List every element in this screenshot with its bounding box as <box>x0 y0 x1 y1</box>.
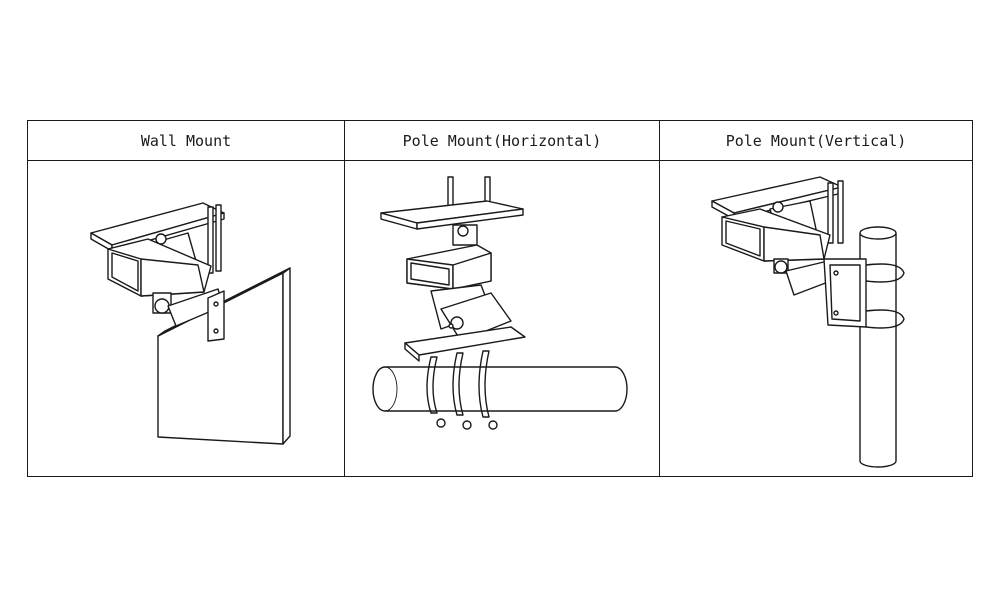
pole-clamp <box>426 350 498 430</box>
wall-bracket <box>152 288 225 342</box>
mount-options-table: Wall Mount <box>27 120 973 477</box>
pole-clamp <box>865 263 905 329</box>
pole-horizontal-column: Pole Mount(Horizontal) <box>344 121 659 476</box>
horizontal-pole <box>372 366 628 412</box>
pole-horizontal-illustration <box>345 161 659 476</box>
wall-mount-illustration <box>28 161 344 476</box>
pole-bracket <box>404 284 526 362</box>
pole-vertical-column: Pole Mount(Vertical) <box>659 121 972 476</box>
camera-body <box>721 208 831 262</box>
antenna <box>207 204 222 274</box>
pole-vertical-illustration <box>660 161 972 476</box>
camera-body <box>107 238 212 297</box>
wall-mount-column: Wall Mount <box>28 121 344 476</box>
vertical-pole <box>859 226 897 468</box>
pole-horizontal-header: Pole Mount(Horizontal) <box>345 121 659 161</box>
wall-mount-header: Wall Mount <box>28 121 344 161</box>
camera-body <box>406 244 492 290</box>
pole-bracket <box>773 258 867 328</box>
pole-vertical-header: Pole Mount(Vertical) <box>660 121 972 161</box>
antenna <box>827 180 844 244</box>
solar-panel <box>380 200 524 230</box>
